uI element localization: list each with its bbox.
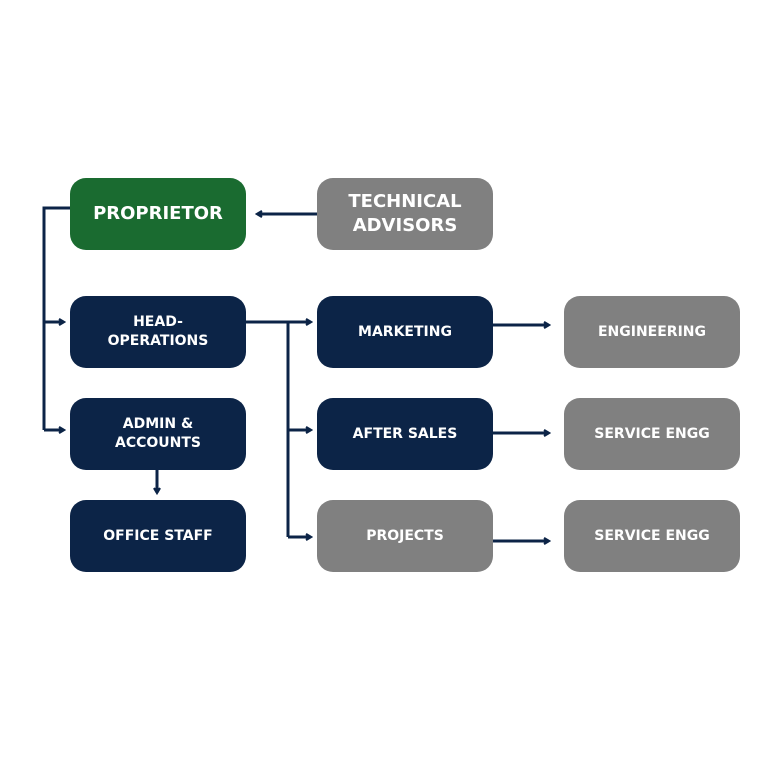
- node-proprietor: PROPRIETOR: [70, 178, 246, 250]
- edge-proprietor-spine: [42, 206, 70, 430]
- node-technical-advisors: TECHNICAL ADVISORS: [317, 178, 493, 250]
- node-marketing: MARKETING: [317, 296, 493, 368]
- node-head-operations: HEAD- OPERATIONS: [70, 296, 246, 368]
- node-service-engg-1: SERVICE ENGG: [564, 398, 740, 470]
- node-office-staff: OFFICE STAFF: [70, 500, 246, 572]
- node-after-sales: AFTER SALES: [317, 398, 493, 470]
- node-service-engg-2: SERVICE ENGG: [564, 500, 740, 572]
- node-admin-accounts: ADMIN & ACCOUNTS: [70, 398, 246, 470]
- node-engineering: ENGINEERING: [564, 296, 740, 368]
- node-projects: PROJECTS: [317, 500, 493, 572]
